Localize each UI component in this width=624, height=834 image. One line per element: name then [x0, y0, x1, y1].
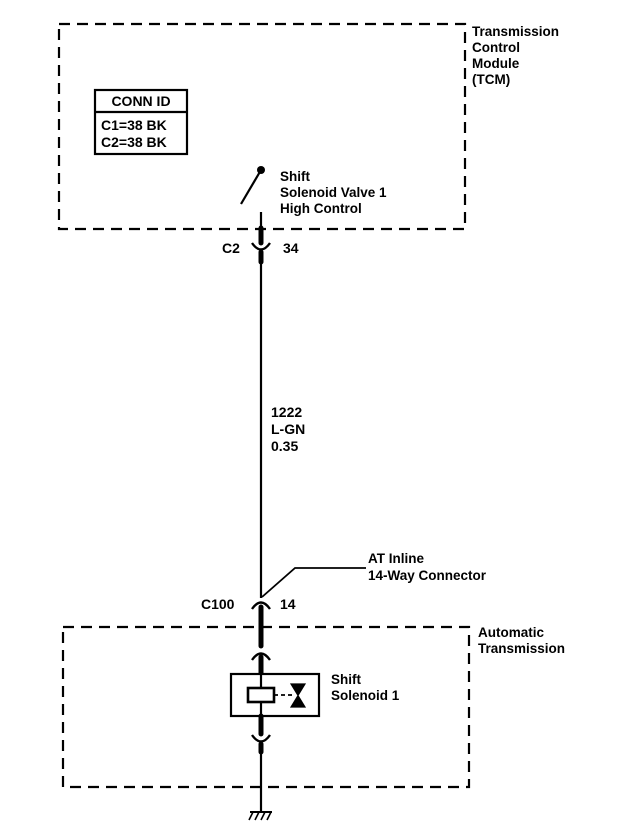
ground-icon [248, 811, 272, 821]
conn-id-row: C2=38 BK [101, 134, 167, 150]
inline-connector-leader [261, 567, 366, 598]
connector-c100-icon [251, 601, 271, 625]
conn-id-title: CONN ID [111, 93, 170, 109]
connector-c100-name: C100 [201, 596, 235, 612]
connector-c2-name: C2 [222, 240, 240, 256]
connector-c100-pin: 14 [280, 596, 296, 612]
connector-c2-icon [251, 225, 271, 265]
conn-id-row: C1=38 BK [101, 117, 167, 133]
solenoid-connector-top-icon [251, 652, 271, 661]
tcm-label: Transmission Control Module (TCM) [472, 24, 563, 87]
inline-connector-label: AT Inline 14-Way Connector [368, 551, 487, 583]
shift-solenoid-valve-switch [240, 166, 265, 230]
valve-icon [289, 683, 307, 708]
wire-label: 1222 L-GN 0.35 [271, 404, 309, 454]
shift-solenoid-icon [229, 672, 321, 718]
switch-label: Shift Solenoid Valve 1 High Control [280, 169, 390, 216]
conn-id-box: CONN ID C1=38 BK C2=38 BK [93, 88, 189, 156]
connector-c2-pin: 34 [283, 240, 299, 256]
solenoid-label: Shift Solenoid 1 [331, 672, 400, 703]
transmission-boundary [61, 625, 471, 789]
transmission-label: Automatic Transmission [478, 625, 565, 656]
